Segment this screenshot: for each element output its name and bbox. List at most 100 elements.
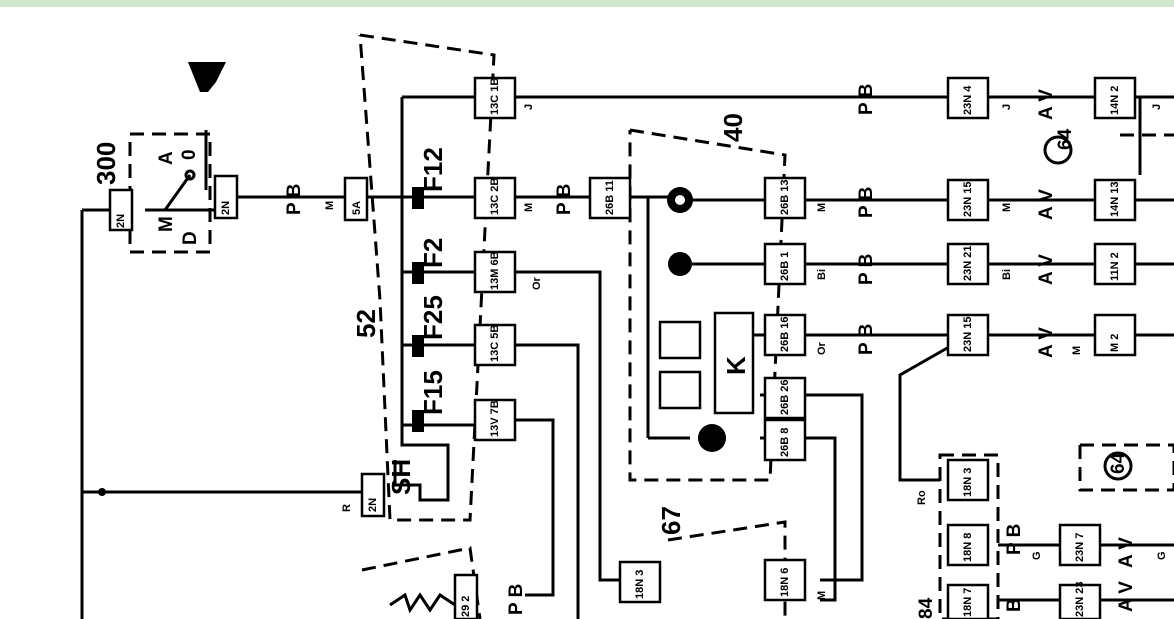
wire-label: P B bbox=[284, 184, 305, 215]
top-bar bbox=[0, 0, 1174, 7]
wire-color-label: M bbox=[324, 201, 336, 210]
wire-label: P B bbox=[1004, 524, 1025, 555]
wire-label: P B bbox=[506, 584, 527, 615]
connector-label: 23N 7 bbox=[1074, 533, 1086, 562]
switch-a-label: A bbox=[156, 151, 177, 165]
wire-color-label: J bbox=[1151, 104, 1163, 110]
fuse-label: F15 bbox=[418, 370, 448, 415]
connector-label: 26B 8 bbox=[779, 428, 791, 457]
wire-label: P B bbox=[856, 187, 877, 218]
group-300-label: 300 bbox=[91, 142, 121, 185]
group-52-label: 52 bbox=[351, 309, 381, 338]
lamp-icon-center bbox=[675, 195, 685, 205]
wire-color-label: Ro bbox=[916, 490, 928, 505]
wire-label: A V bbox=[1036, 327, 1057, 358]
fuse-icon bbox=[412, 335, 424, 357]
relay-k-label: K bbox=[721, 356, 751, 375]
fuse-box-frame bbox=[358, 33, 496, 522]
connector-label: 26B 13 bbox=[779, 180, 791, 215]
symbol-64: 64 bbox=[1055, 128, 1076, 150]
switch-m-label: M bbox=[156, 216, 177, 232]
wire-color-label: M bbox=[816, 591, 828, 600]
connector-label: 29 2 bbox=[460, 596, 472, 617]
wire-label: A V bbox=[1116, 581, 1137, 612]
connector-label: 13M 6B bbox=[489, 251, 501, 290]
wire-color-label: R bbox=[341, 504, 353, 512]
fuse-label: F2 bbox=[418, 238, 448, 268]
fuse-label: F25 bbox=[418, 295, 448, 340]
connector-label: 13C 1B bbox=[489, 78, 501, 115]
connector-label: 2N bbox=[367, 498, 379, 512]
wire-color-label: Or bbox=[531, 276, 543, 290]
wire-color-label: Bi bbox=[1001, 269, 1013, 280]
group-67-label: 67 bbox=[656, 506, 686, 535]
connector-label: 23N 21 bbox=[962, 246, 974, 281]
connector-label: 14N 2 bbox=[1109, 86, 1121, 115]
fuse-icon bbox=[412, 187, 424, 209]
connector-label: 26B 11 bbox=[604, 180, 616, 215]
wire-color-label: J bbox=[523, 104, 535, 110]
wire-label: B bbox=[1004, 598, 1025, 612]
wire-color-label: G bbox=[1031, 551, 1043, 560]
wire-color-label: Bi bbox=[816, 269, 828, 280]
connector-label: 13C 2B bbox=[489, 178, 501, 215]
symbol-64-icon bbox=[1103, 451, 1133, 481]
wire-color-label: M bbox=[1001, 203, 1013, 212]
connector-label: 26B 16 bbox=[779, 317, 791, 352]
switch-d-label: D bbox=[180, 231, 201, 245]
connector-label: 23N 15 bbox=[962, 182, 974, 217]
wire-color-label: Or bbox=[816, 341, 828, 355]
wire-label: A V bbox=[1036, 254, 1057, 285]
connector-boxes bbox=[108, 76, 1137, 619]
wire-label: P B bbox=[856, 84, 877, 115]
lamp-icon bbox=[668, 252, 692, 276]
switch-contact bbox=[163, 174, 192, 211]
connector-label: 13V 7B bbox=[489, 400, 501, 437]
wire-label: P B bbox=[856, 324, 877, 355]
sensor-box bbox=[658, 320, 702, 360]
wire-label: P B bbox=[554, 184, 575, 215]
wire-label: A V bbox=[1116, 537, 1137, 568]
wire bbox=[393, 425, 450, 502]
connector-label: 18N 7 bbox=[962, 588, 974, 617]
connector-label: 2N bbox=[115, 214, 127, 228]
group-84-label: 84 bbox=[916, 597, 937, 619]
symbol-64-icon bbox=[1043, 135, 1073, 165]
connector-label: 23N 23 bbox=[1074, 582, 1086, 617]
module-40-frame bbox=[628, 128, 787, 482]
frame bbox=[1078, 443, 1174, 492]
switch-sh-label: SH bbox=[386, 459, 416, 495]
wire-color-label: J bbox=[1001, 104, 1013, 110]
wire bbox=[760, 393, 864, 582]
connector-label: 5A bbox=[351, 201, 363, 215]
wire-label: P B bbox=[856, 254, 877, 285]
connector-label: 18N 3 bbox=[634, 570, 646, 599]
wire-color-label: M bbox=[523, 203, 535, 212]
connector-label: 23N 4 bbox=[962, 85, 974, 115]
module-84-frame bbox=[938, 453, 1000, 619]
group-40-label: 40 bbox=[718, 113, 748, 142]
wire bbox=[898, 333, 971, 482]
connector-label: 18N 3 bbox=[962, 468, 974, 497]
wire-color-label: M bbox=[816, 203, 828, 212]
key-icon bbox=[188, 62, 226, 92]
connector-label: 11N 2 bbox=[1109, 252, 1121, 281]
switch-pivot bbox=[184, 169, 196, 181]
fuse-icon bbox=[412, 262, 424, 284]
wire-label: A V bbox=[1036, 89, 1057, 120]
fuse-label: F12 bbox=[418, 147, 448, 192]
connector-label: 2N bbox=[220, 201, 232, 215]
connector-label: 26B 26 bbox=[779, 380, 791, 415]
wire-or bbox=[515, 270, 620, 582]
relay-block bbox=[713, 311, 755, 415]
wire-color-label: G bbox=[1156, 551, 1168, 560]
connector-label: 23N 15 bbox=[962, 317, 974, 352]
sensor-box bbox=[658, 370, 702, 410]
switch-o-label: 0 bbox=[179, 149, 200, 160]
wire-color-label: M bbox=[1071, 346, 1083, 355]
wire bbox=[515, 418, 555, 597]
gauge-icon bbox=[698, 424, 726, 452]
symbol-64: 64 bbox=[1108, 452, 1129, 474]
